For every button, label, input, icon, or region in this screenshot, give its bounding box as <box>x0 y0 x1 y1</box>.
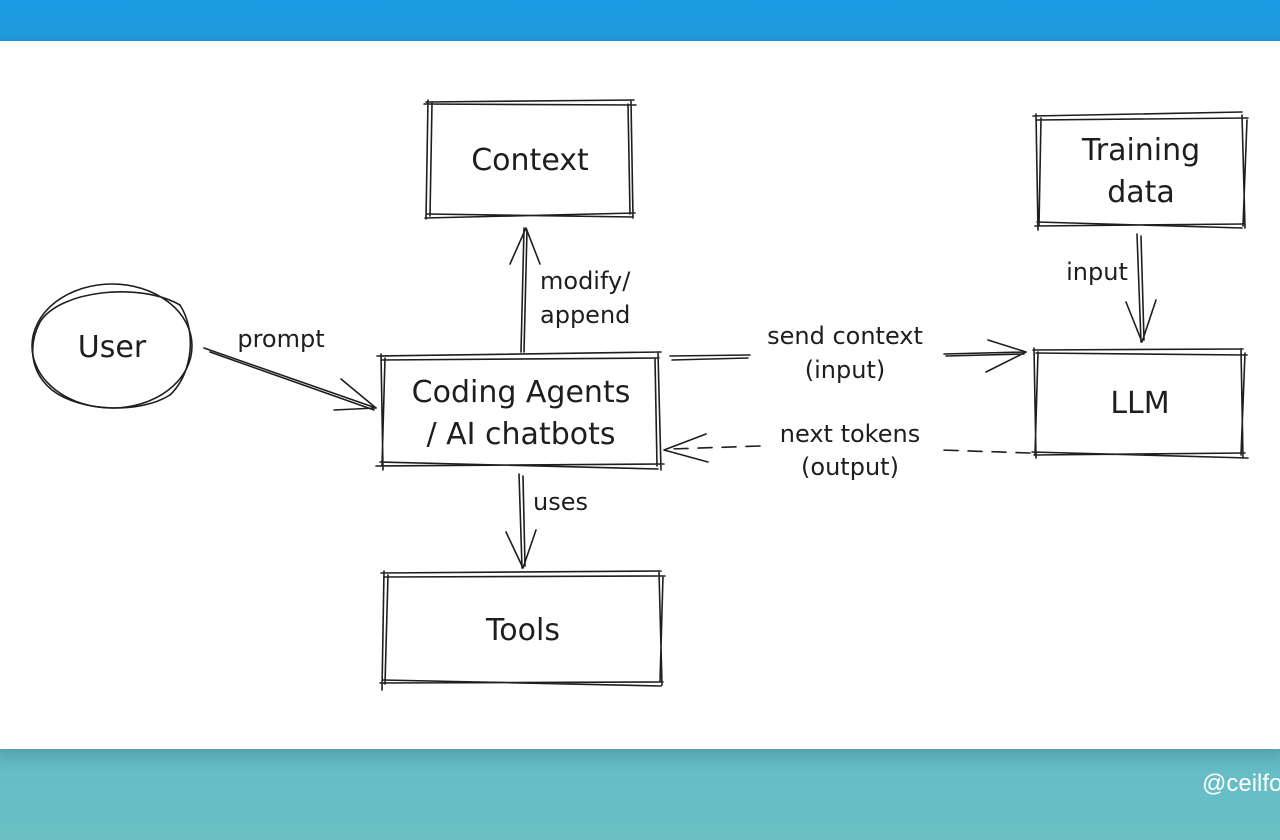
context-node[interactable]: Context <box>423 99 637 220</box>
modify-label-line1: modify/ <box>540 267 631 295</box>
send-context-label-line2: (input) <box>805 356 885 384</box>
llm-node[interactable]: LLM <box>1031 347 1249 459</box>
user-label: User <box>78 330 147 365</box>
author-watermark: @ceilfors <box>1202 770 1280 797</box>
send-context-label-line1: send context <box>767 322 923 350</box>
send-context-arrow: send context (input) <box>669 322 1027 384</box>
training-data-node[interactable]: Training data <box>1032 111 1249 231</box>
user-node[interactable]: User <box>31 283 193 409</box>
coding-agents-node[interactable]: Coding Agents / AI chatbots <box>375 351 665 471</box>
training-data-label-line2: data <box>1107 175 1175 210</box>
diagram-card <box>0 41 1280 749</box>
modify-label-line2: append <box>540 301 630 329</box>
modify-append-arrow: modify/ append <box>509 227 631 353</box>
next-tokens-arrow: next tokens (output) <box>663 420 1031 481</box>
coding-agents-label-line1: Coding Agents <box>412 375 631 410</box>
next-tokens-label-line1: next tokens <box>780 420 920 448</box>
prompt-label: prompt <box>237 325 324 353</box>
llm-label: LLM <box>1110 386 1169 421</box>
tools-node[interactable]: Tools <box>379 570 666 691</box>
input-arrow: input <box>1066 233 1157 343</box>
uses-arrow: uses <box>505 473 588 569</box>
input-label: input <box>1066 258 1128 286</box>
uses-label: uses <box>533 488 588 516</box>
next-tokens-label-line2: (output) <box>801 453 899 481</box>
coding-agents-label-line2: / AI chatbots <box>427 417 616 452</box>
training-data-label-line1: Training <box>1081 133 1200 168</box>
prompt-arrow: prompt <box>203 325 377 411</box>
context-label: Context <box>471 143 589 178</box>
tools-label: Tools <box>485 613 560 648</box>
